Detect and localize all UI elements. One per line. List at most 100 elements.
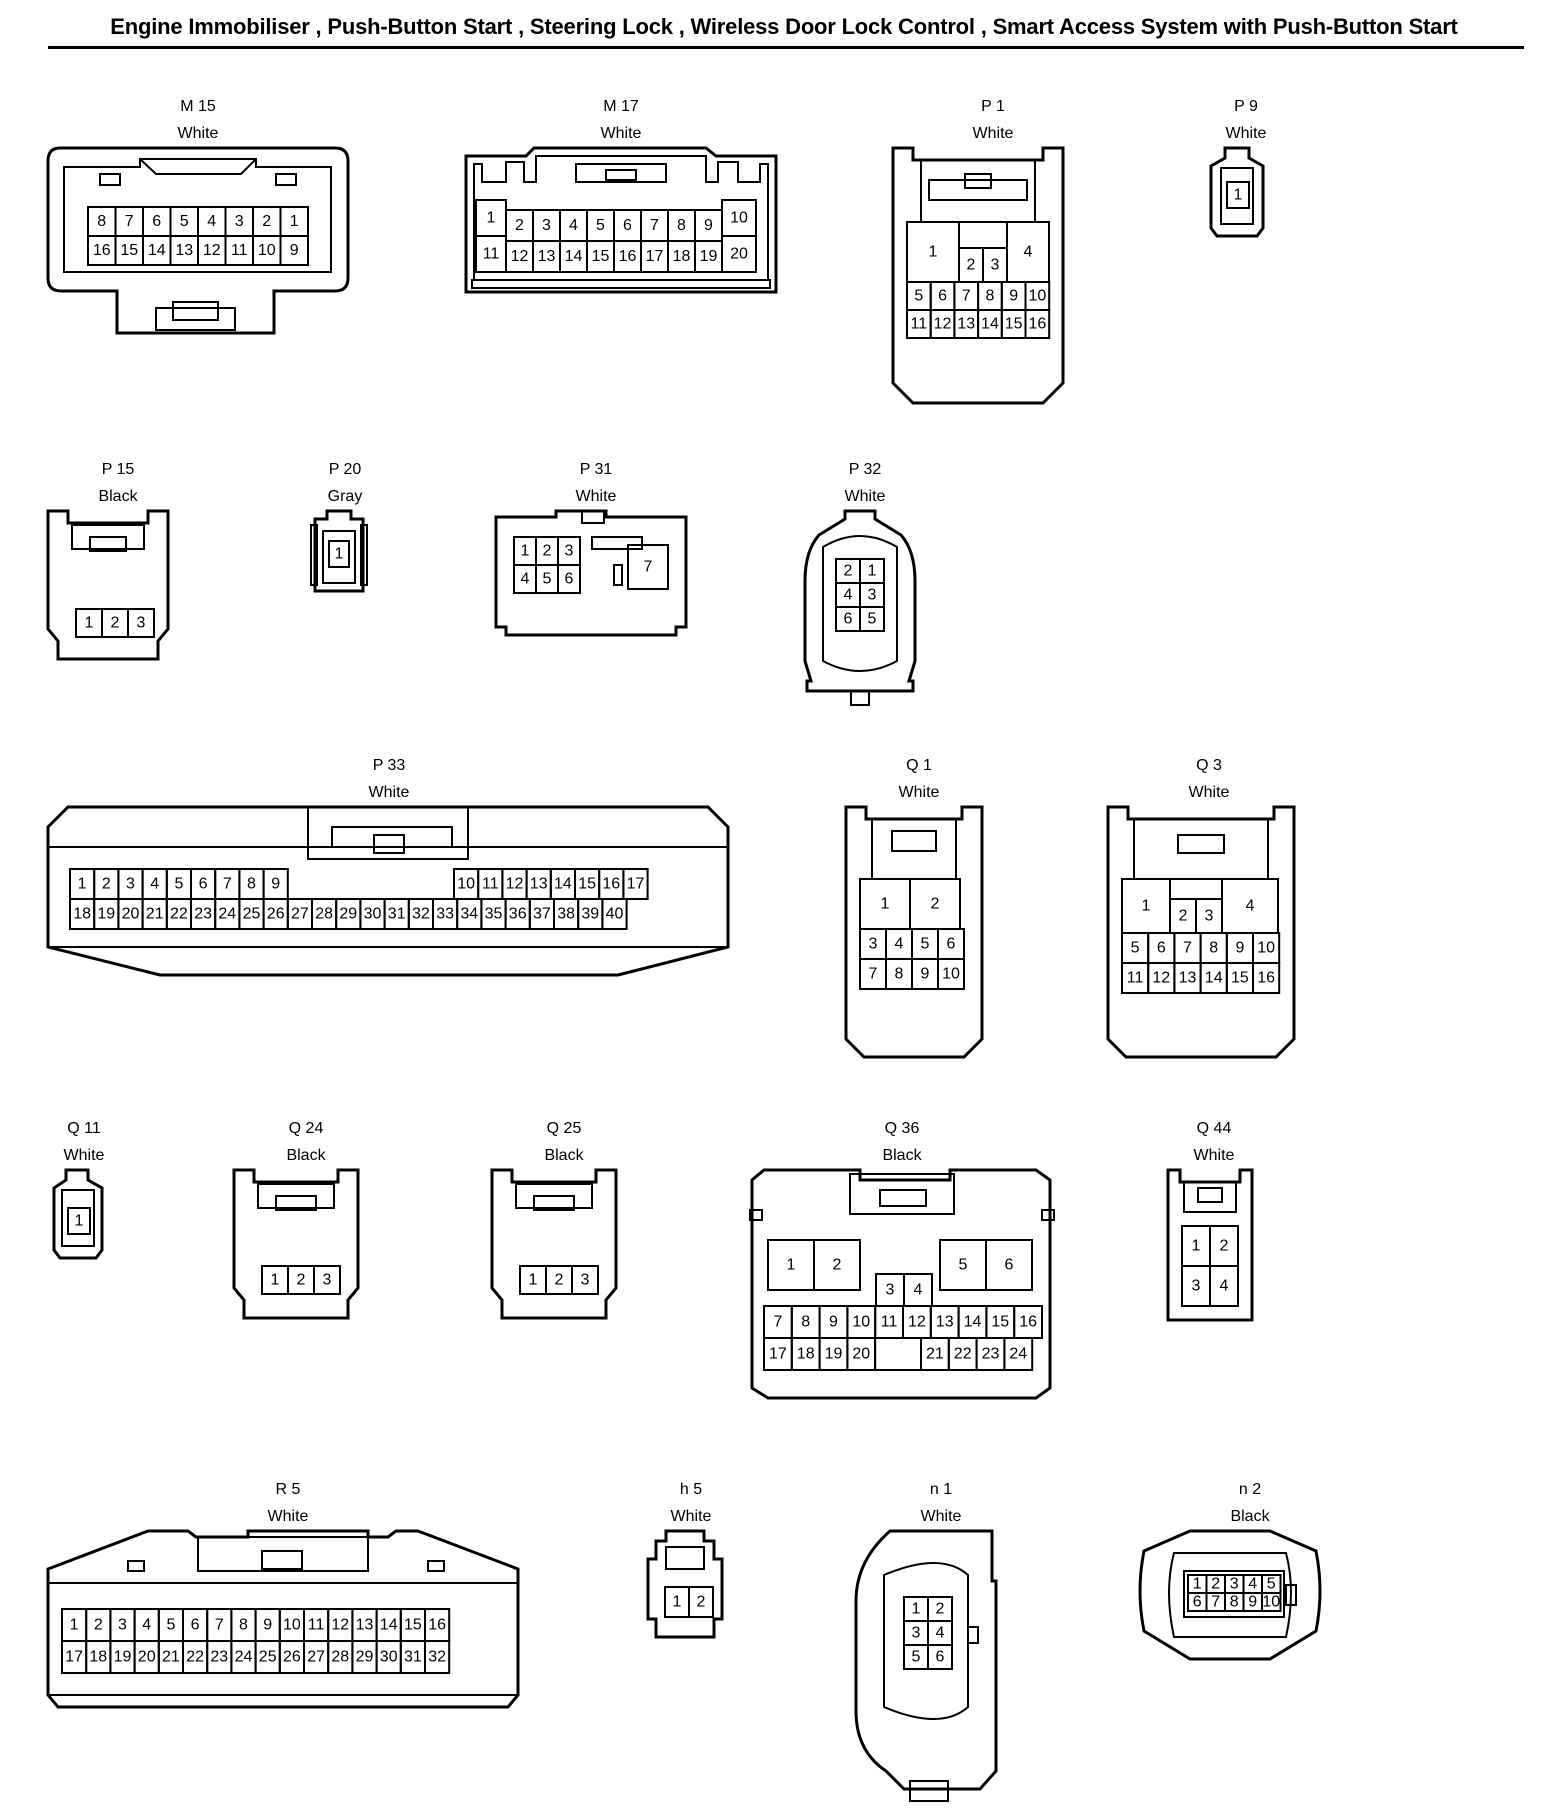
pin-number: 20 <box>730 246 748 263</box>
pin-number: 3 <box>1192 1278 1201 1295</box>
pin-number: 4 <box>895 936 904 953</box>
connector-id: h 5 <box>679 1481 703 1498</box>
pin-number: 11 <box>1127 970 1144 987</box>
pin-number: 33 <box>436 906 454 923</box>
pin-number: 4 <box>150 876 159 893</box>
connector-color: White <box>1188 784 1230 801</box>
pin-number: 7 <box>223 876 232 893</box>
pin-number: 16 <box>1019 1314 1037 1331</box>
pin-number: 5 <box>174 876 183 893</box>
pin-number: 36 <box>509 906 527 923</box>
pin-number: 3 <box>565 543 574 560</box>
pin-cavity <box>557 564 581 594</box>
pin-number: 15 <box>1231 970 1249 987</box>
pin-number: 2 <box>297 1272 306 1289</box>
pin-number: 4 <box>844 587 853 604</box>
pin-number: 8 <box>97 213 106 230</box>
pin-number: 1 <box>271 1272 280 1289</box>
pin-number: 16 <box>428 1617 446 1634</box>
pin-number: 10 <box>730 210 748 227</box>
pin-number: 18 <box>73 906 91 923</box>
connector-color: Black <box>98 488 138 505</box>
housing-part <box>99 173 121 186</box>
pin-number: 1 <box>85 615 94 632</box>
pin-number: 39 <box>581 906 599 923</box>
housing-outline <box>891 146 1065 405</box>
housing-part <box>127 1560 145 1572</box>
pin-number: 10 <box>852 1314 870 1331</box>
housing-outline <box>139 158 257 175</box>
pin-number: 13 <box>356 1617 374 1634</box>
pin-number: 10 <box>283 1617 301 1634</box>
pin-number: 3 <box>126 876 135 893</box>
pin-number: 3 <box>912 1625 921 1642</box>
pin-number: 9 <box>1235 940 1244 957</box>
pin-number: 1 <box>673 1594 682 1611</box>
pin-number: 7 <box>650 217 659 234</box>
pin-number: 13 <box>957 316 975 333</box>
pin-cavity <box>622 868 649 900</box>
pin-number: 10 <box>1262 1594 1280 1611</box>
pin-number: 12 <box>506 876 524 893</box>
pin-number: 18 <box>797 1346 815 1363</box>
connector-id: R 5 <box>275 1481 301 1498</box>
housing-part <box>1177 834 1225 854</box>
housing-part <box>1041 1209 1055 1221</box>
pin-number: 17 <box>627 876 645 893</box>
pin-number: 17 <box>769 1346 787 1363</box>
pin-number: 3 <box>581 1272 590 1289</box>
pin-number: 6 <box>191 1617 200 1634</box>
pin-number: 24 <box>235 1649 253 1666</box>
pin-number: 2 <box>931 896 940 913</box>
pin-cavity <box>688 1586 714 1618</box>
housing-part <box>310 524 318 586</box>
housing-outline <box>46 146 350 335</box>
housing-part <box>581 510 605 524</box>
pin-number: 2 <box>1220 1238 1229 1255</box>
connector-color: White <box>844 488 886 505</box>
housing-outline <box>63 158 332 273</box>
pin-number: 7 <box>869 966 878 983</box>
pin-number: 8 <box>677 217 686 234</box>
housing-part <box>665 1546 705 1570</box>
housing-part <box>89 536 127 552</box>
pin-number: 14 <box>1205 970 1223 987</box>
pin-number: 8 <box>985 288 994 305</box>
pin-number: 3 <box>1230 1576 1239 1593</box>
housing-outline <box>822 535 898 672</box>
pin-cavity <box>67 1207 91 1235</box>
connector-id: P 33 <box>372 757 406 774</box>
pin-number: 1 <box>335 546 344 563</box>
housing-part <box>172 301 219 321</box>
pin-number: 12 <box>511 248 529 265</box>
housing-part <box>749 1209 763 1221</box>
pin-number: 2 <box>262 213 271 230</box>
pin-number: 1 <box>912 1601 921 1618</box>
pin-number: 25 <box>243 906 261 923</box>
housing-part <box>307 806 469 860</box>
pin-number: 1 <box>487 210 496 227</box>
pin-number: 11 <box>881 1314 898 1331</box>
pin-number: 1 <box>1192 1238 1201 1255</box>
pin-number: 7 <box>644 559 653 576</box>
pin-number: 5 <box>543 571 552 588</box>
pin-cavity <box>313 1265 341 1295</box>
pin-number: 5 <box>959 1257 968 1274</box>
pin-number: 40 <box>606 906 624 923</box>
pin-number: 32 <box>412 906 430 923</box>
connector-id: Q 36 <box>884 1120 920 1137</box>
pin-number: 8 <box>801 1314 810 1331</box>
connector-color: White <box>575 488 617 505</box>
pin-number: 16 <box>602 876 620 893</box>
pin-number: 20 <box>122 906 140 923</box>
connector-id: P 9 <box>1234 98 1258 115</box>
housing-outline <box>1106 805 1296 1059</box>
pin-number: 6 <box>623 217 632 234</box>
connector-color: White <box>1193 1147 1235 1164</box>
